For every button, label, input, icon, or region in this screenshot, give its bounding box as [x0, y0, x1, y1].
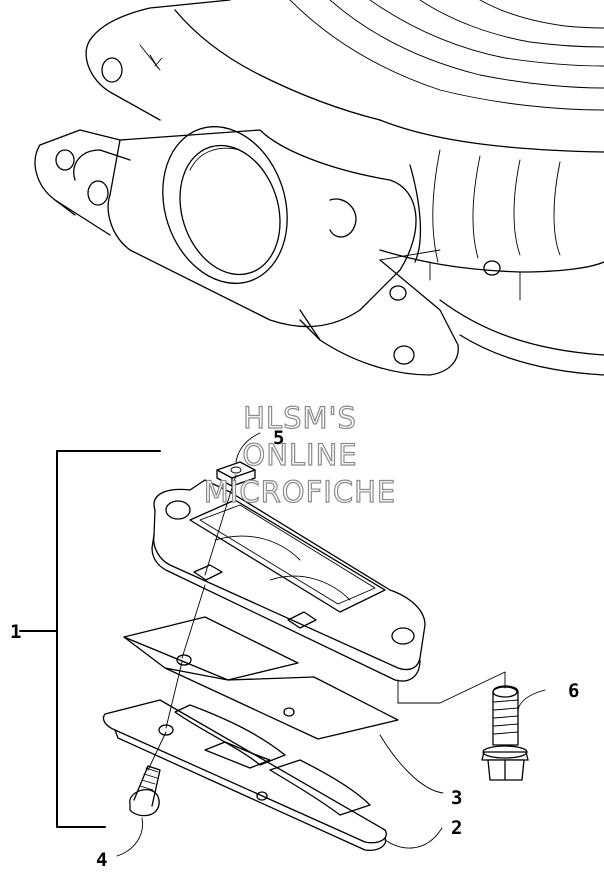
watermark: HLSM'S ONLINE MICROFICHE — [203, 400, 396, 509]
callouts: 1 2 3 4 5 6 — [10, 427, 579, 871]
reed-stopper — [102, 699, 387, 851]
intake-flange — [73, 126, 501, 376]
bolt-part — [481, 685, 529, 781]
crankcase-housing — [34, 0, 604, 376]
assembly-bracket — [19, 450, 161, 828]
reed-block — [151, 479, 426, 682]
callout-5: 5 — [273, 427, 284, 449]
alignment-lines — [147, 474, 506, 771]
leader-lines — [116, 432, 546, 857]
callout-2: 2 — [451, 817, 462, 839]
callout-1: 1 — [10, 621, 21, 643]
watermark-line-1: HLSM'S — [243, 401, 357, 435]
screw-part — [129, 765, 161, 817]
callout-4: 4 — [96, 849, 107, 871]
callout-3: 3 — [451, 787, 462, 809]
callout-6: 6 — [568, 680, 579, 702]
reed-petal — [123, 616, 399, 740]
watermark-line-2: ONLINE — [242, 438, 357, 472]
nut-part — [216, 461, 256, 487]
watermark-line-3: MICROFICHE — [204, 475, 396, 509]
